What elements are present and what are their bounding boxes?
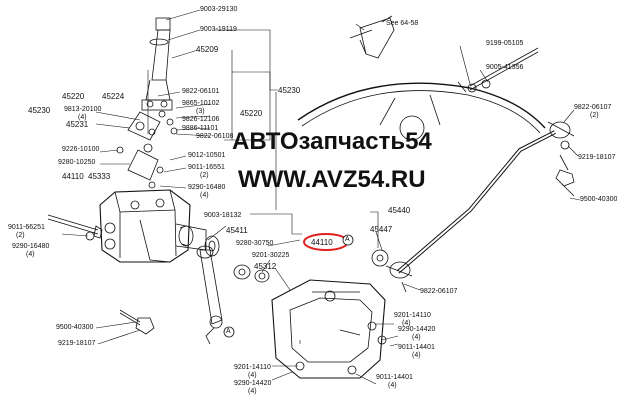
part-label: 9003-19119	[200, 26, 237, 33]
steering-wheel	[297, 82, 546, 141]
highlighted-part-label: 44110	[311, 238, 333, 247]
part-label: 45447	[370, 225, 393, 234]
left-bolt	[47, 214, 103, 241]
part-label: (3)	[196, 108, 205, 115]
drag-link	[371, 121, 575, 293]
part-label: 9822-06107	[574, 104, 612, 111]
callout-a-left	[223, 326, 235, 338]
callout-a-left-letter: A	[226, 328, 231, 335]
part-label: 45411	[226, 226, 248, 235]
watermark-line1: АВТОзапчасть54	[232, 128, 432, 155]
part-label: (2)	[200, 172, 209, 179]
part-label: (2)	[590, 112, 599, 119]
part-label: 9280-30750	[236, 240, 274, 247]
joint-assembly	[116, 110, 178, 189]
part-label: 9500-40300	[56, 324, 94, 331]
part-label: 9865-10102	[182, 100, 220, 107]
part-label: 45230	[278, 86, 301, 95]
part-label: 9005-41356	[486, 64, 524, 71]
part-label: (4)	[402, 320, 411, 327]
part-label: 9201-14110	[394, 312, 431, 319]
part-label: 45230	[28, 106, 51, 115]
part-label: 9012-10501	[188, 152, 226, 159]
part-label: 45333	[88, 172, 111, 181]
callout-a-right-letter: A	[345, 236, 350, 243]
part-label: 9011-16551	[188, 164, 225, 171]
part-label: 45312	[254, 262, 277, 271]
steering-column	[141, 17, 173, 111]
part-label: 44110	[62, 172, 84, 181]
part-label: 9290-14420	[398, 326, 436, 333]
part-label: 9201-30225	[252, 252, 290, 259]
part-label: (4)	[412, 352, 421, 359]
part-label: (2)	[16, 232, 25, 239]
part-label: (4)	[412, 334, 421, 341]
part-label: 9822-06101	[182, 88, 220, 95]
part-label: 9201-14110	[234, 364, 271, 371]
part-label: (4)	[200, 192, 209, 199]
lower-left-fasteners	[119, 309, 155, 335]
part-label: 45220	[62, 92, 85, 101]
part-label: See 64-58	[386, 20, 419, 27]
part-label: 9226-10100	[62, 146, 100, 153]
pitman-arm	[196, 245, 223, 345]
part-label: 45440	[388, 206, 411, 215]
part-label: 9822-06108	[196, 133, 234, 140]
sector-shaft-parts	[204, 235, 270, 283]
part-label: 45209	[196, 45, 219, 54]
column-cover	[349, 15, 395, 59]
part-label: (4)	[248, 388, 257, 395]
part-label: 9826-12106	[182, 116, 220, 123]
part-label: (4)	[248, 372, 257, 379]
upper-link	[457, 47, 539, 93]
leader-lines	[61, 9, 581, 385]
part-label: (4)	[78, 114, 87, 121]
part-label: 45224	[102, 92, 125, 101]
part-label: 9822-06107	[420, 288, 458, 295]
part-label: 9280-10250	[58, 159, 96, 166]
part-label: 9500-40300	[580, 196, 618, 203]
part-label: 9813-20100	[64, 106, 102, 113]
part-label: 9011-14401	[376, 374, 413, 381]
part-label: 9011-14401	[398, 344, 435, 351]
part-label: 45220	[240, 109, 263, 118]
gear-box	[99, 189, 207, 263]
part-label: 45231	[66, 120, 89, 129]
part-label: 9011-66251	[8, 224, 45, 231]
part-label: 9290-16480	[188, 184, 226, 191]
part-label: 9886-11101	[182, 125, 219, 132]
group-brackets	[147, 29, 271, 141]
part-label: 9290-16480	[12, 243, 50, 250]
callout-a-right	[342, 234, 354, 246]
part-label: 9290-14420	[234, 380, 272, 387]
part-label: (4)	[388, 382, 397, 389]
bracket	[271, 279, 387, 379]
watermark-line2: WWW.AVZ54.RU	[238, 166, 426, 193]
part-label: 9199-05105	[486, 40, 524, 47]
part-label: 9219-18107	[578, 154, 616, 161]
part-label: 9003-29130	[200, 6, 238, 13]
part-label: 9219-18107	[58, 340, 96, 347]
part-label: 9003-18132	[204, 212, 242, 219]
part-label: (4)	[26, 251, 35, 258]
